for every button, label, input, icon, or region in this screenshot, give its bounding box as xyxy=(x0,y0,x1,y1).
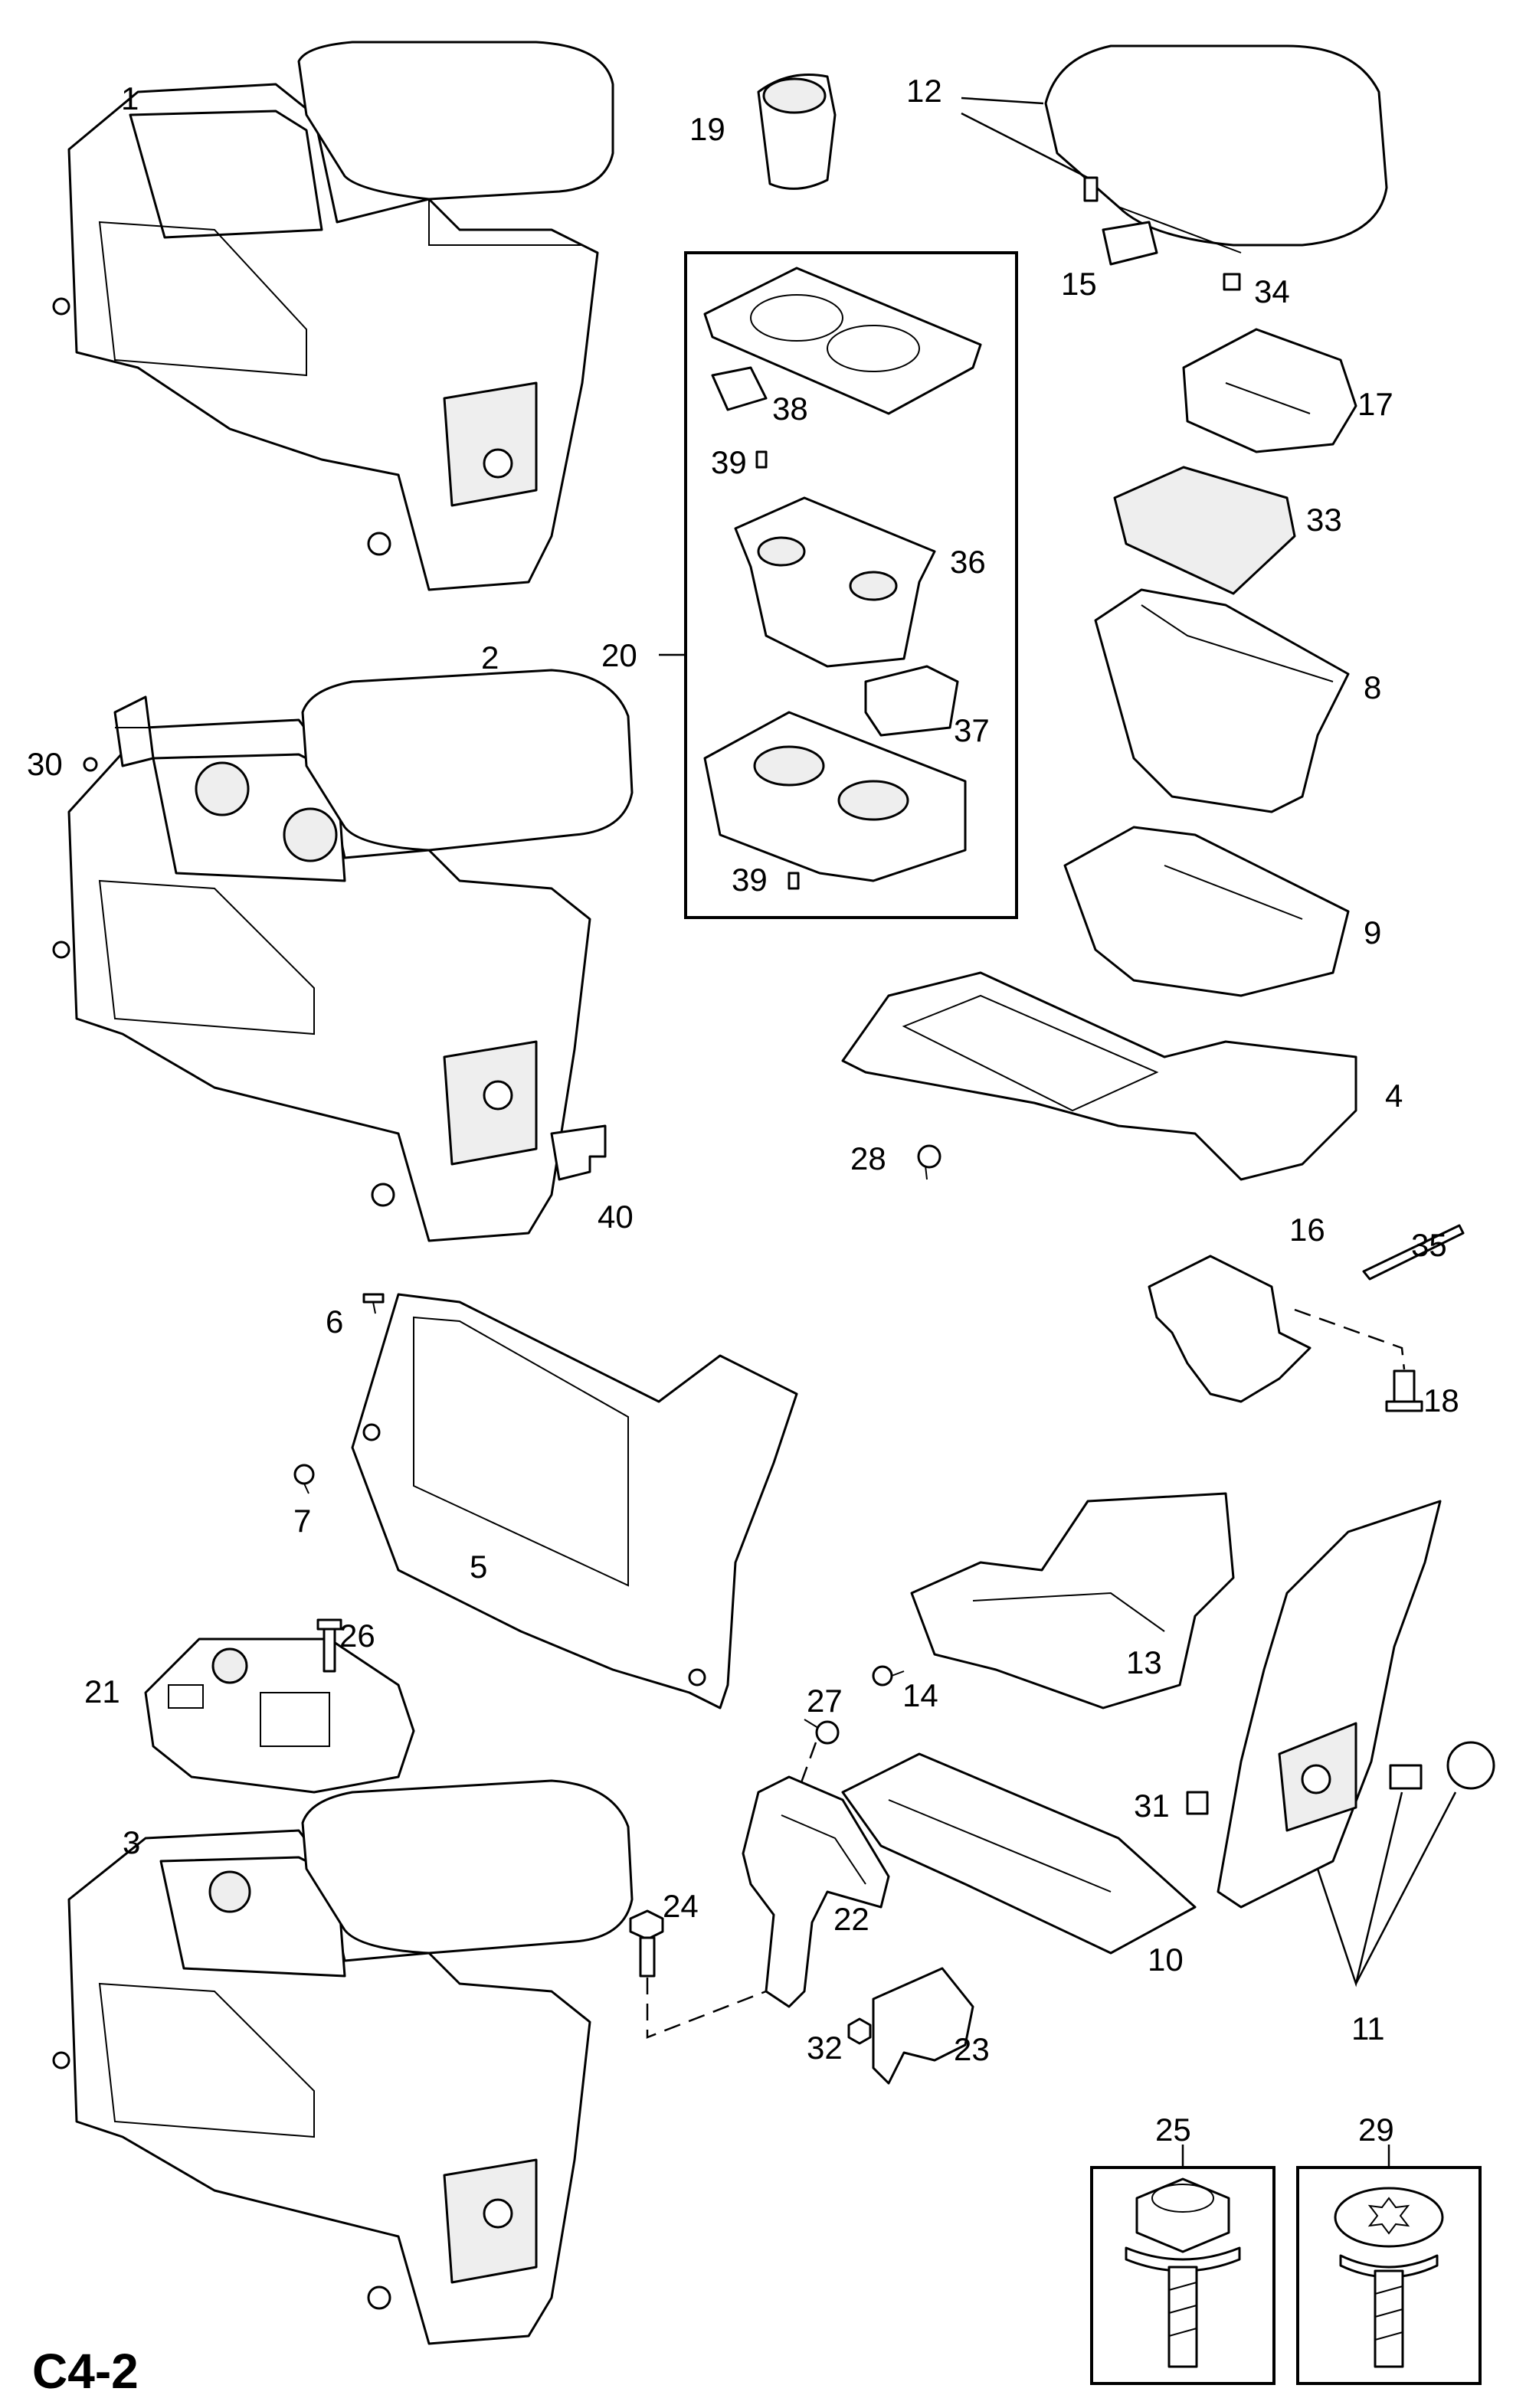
callout-37: 37 xyxy=(954,712,990,748)
callout-18: 18 xyxy=(1423,1382,1459,1418)
console-assembly-3 xyxy=(52,1779,634,2345)
callout-17: 17 xyxy=(1357,386,1393,422)
diagram-code: C4-2 xyxy=(32,2344,139,2399)
callout-16: 16 xyxy=(1289,1212,1325,1248)
callout-3: 3 xyxy=(123,1824,140,1860)
callout-40: 40 xyxy=(598,1199,634,1235)
callout-20: 20 xyxy=(601,637,637,673)
callout-21: 21 xyxy=(84,1673,120,1709)
bracket-23 xyxy=(872,1967,974,2085)
bolt-24 xyxy=(629,1909,664,1978)
screw-27 xyxy=(804,1719,840,1745)
callout-12: 12 xyxy=(906,73,942,109)
part-30-bracket xyxy=(83,695,155,772)
callout-34: 34 xyxy=(1254,273,1290,309)
tray-17 xyxy=(1182,328,1357,453)
pin-18 xyxy=(1385,1369,1423,1412)
clip-31 xyxy=(1186,1791,1209,1815)
lid-12 xyxy=(1044,44,1388,254)
rod-35 xyxy=(1362,1224,1465,1281)
callout-39-upper: 39 xyxy=(711,444,747,480)
side-panel-11 xyxy=(1217,1500,1442,1909)
leader-11b xyxy=(1354,1791,1457,1984)
console-assembly-1 xyxy=(52,41,614,591)
callout-14: 14 xyxy=(902,1677,938,1713)
callout-13: 13 xyxy=(1126,1644,1162,1680)
tray-10 xyxy=(841,1752,1197,1955)
screw-14 xyxy=(872,1665,905,1687)
pin-12 xyxy=(1083,176,1099,202)
callout-35: 35 xyxy=(1411,1227,1447,1263)
callout-7: 7 xyxy=(293,1503,311,1539)
nut-32 xyxy=(847,2017,872,2045)
side-panel-5 xyxy=(351,1293,798,1709)
cup-19 xyxy=(757,74,837,190)
callout-36: 36 xyxy=(950,544,986,580)
screw-6 xyxy=(362,1293,385,1314)
callout-23: 23 xyxy=(954,2031,990,2067)
dash-leader-18 xyxy=(1294,1308,1406,1370)
storage-bin-9 xyxy=(1063,826,1350,997)
callout-9: 9 xyxy=(1364,914,1381,950)
callout-10: 10 xyxy=(1148,1942,1184,1978)
screw-26 xyxy=(316,1618,342,1673)
callout-27: 27 xyxy=(807,1683,843,1719)
part-40-clip xyxy=(550,1124,607,1181)
detail-box-29 xyxy=(1296,2145,1482,2385)
screw-7 xyxy=(293,1464,315,1494)
dash-leader-24 xyxy=(646,1978,767,2039)
dash-leader-27 xyxy=(799,1742,817,1785)
callout-labels: 1 2 3 4 5 6 7 8 9 10 11 12 13 14 15 16 1… xyxy=(27,73,1459,2148)
leader-12a xyxy=(961,97,1044,105)
socket-11 xyxy=(1389,1741,1495,1790)
callout-6: 6 xyxy=(326,1304,343,1340)
switch-panel-21 xyxy=(144,1638,415,1794)
callout-30: 30 xyxy=(27,746,63,782)
bracket-16 xyxy=(1148,1255,1312,1403)
callout-1: 1 xyxy=(121,80,139,116)
leader-12b xyxy=(961,112,1089,179)
mat-33 xyxy=(1113,466,1296,595)
callout-22: 22 xyxy=(833,1901,869,1937)
callout-2: 2 xyxy=(481,640,499,676)
screw-34 xyxy=(1223,273,1241,291)
callout-31: 31 xyxy=(1134,1788,1170,1824)
callout-11: 11 xyxy=(1351,2010,1385,2046)
callout-24: 24 xyxy=(663,1888,699,1924)
callout-25: 25 xyxy=(1155,2112,1191,2148)
callout-33: 33 xyxy=(1306,502,1342,538)
housing-13 xyxy=(910,1492,1235,1709)
callout-26: 26 xyxy=(339,1618,375,1654)
cupholder-group-20 xyxy=(684,251,1018,919)
storage-bin-8 xyxy=(1094,588,1350,813)
bracket-22 xyxy=(742,1775,890,2008)
callout-39-lower: 39 xyxy=(732,862,768,898)
hinge-15 xyxy=(1102,221,1158,266)
detail-box-25 xyxy=(1090,2145,1275,2385)
trim-frame-4 xyxy=(841,971,1357,1181)
callout-32: 32 xyxy=(807,2030,843,2066)
callout-28: 28 xyxy=(850,1140,886,1176)
callout-19: 19 xyxy=(689,111,725,147)
callout-8: 8 xyxy=(1364,669,1381,705)
callout-15: 15 xyxy=(1061,266,1097,302)
screw-28 xyxy=(917,1144,941,1180)
callout-38: 38 xyxy=(772,391,808,427)
callout-29: 29 xyxy=(1358,2112,1394,2148)
console-assembly-2 xyxy=(52,669,634,1242)
callout-4: 4 xyxy=(1385,1078,1403,1114)
callout-5: 5 xyxy=(470,1549,487,1585)
